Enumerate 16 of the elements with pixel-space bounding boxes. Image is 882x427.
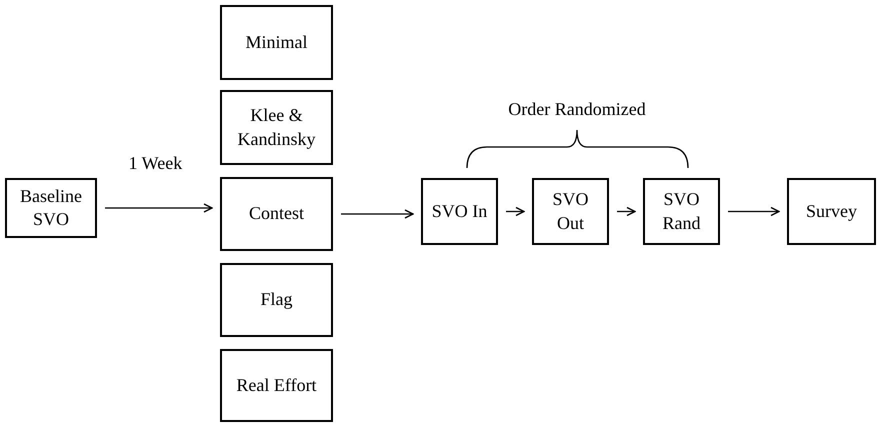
arrow <box>728 206 780 216</box>
process-box: Contest <box>220 177 333 251</box>
process-box: Flag <box>220 263 333 337</box>
process-box: Minimal <box>220 5 333 80</box>
process-box: SVO Out <box>532 178 609 245</box>
arrow <box>105 203 213 213</box>
arrow <box>506 206 525 216</box>
process-box: SVO Rand <box>643 178 720 245</box>
group-label: Order Randomized <box>507 98 647 121</box>
process-box: Klee & Kandinsky <box>220 90 333 165</box>
arrow <box>341 209 414 219</box>
arrow <box>617 206 636 216</box>
process-box: Survey <box>787 178 876 245</box>
process-box: SVO In <box>421 178 498 245</box>
process-box: Baseline SVO <box>5 178 97 238</box>
process-box: Real Effort <box>220 349 333 422</box>
